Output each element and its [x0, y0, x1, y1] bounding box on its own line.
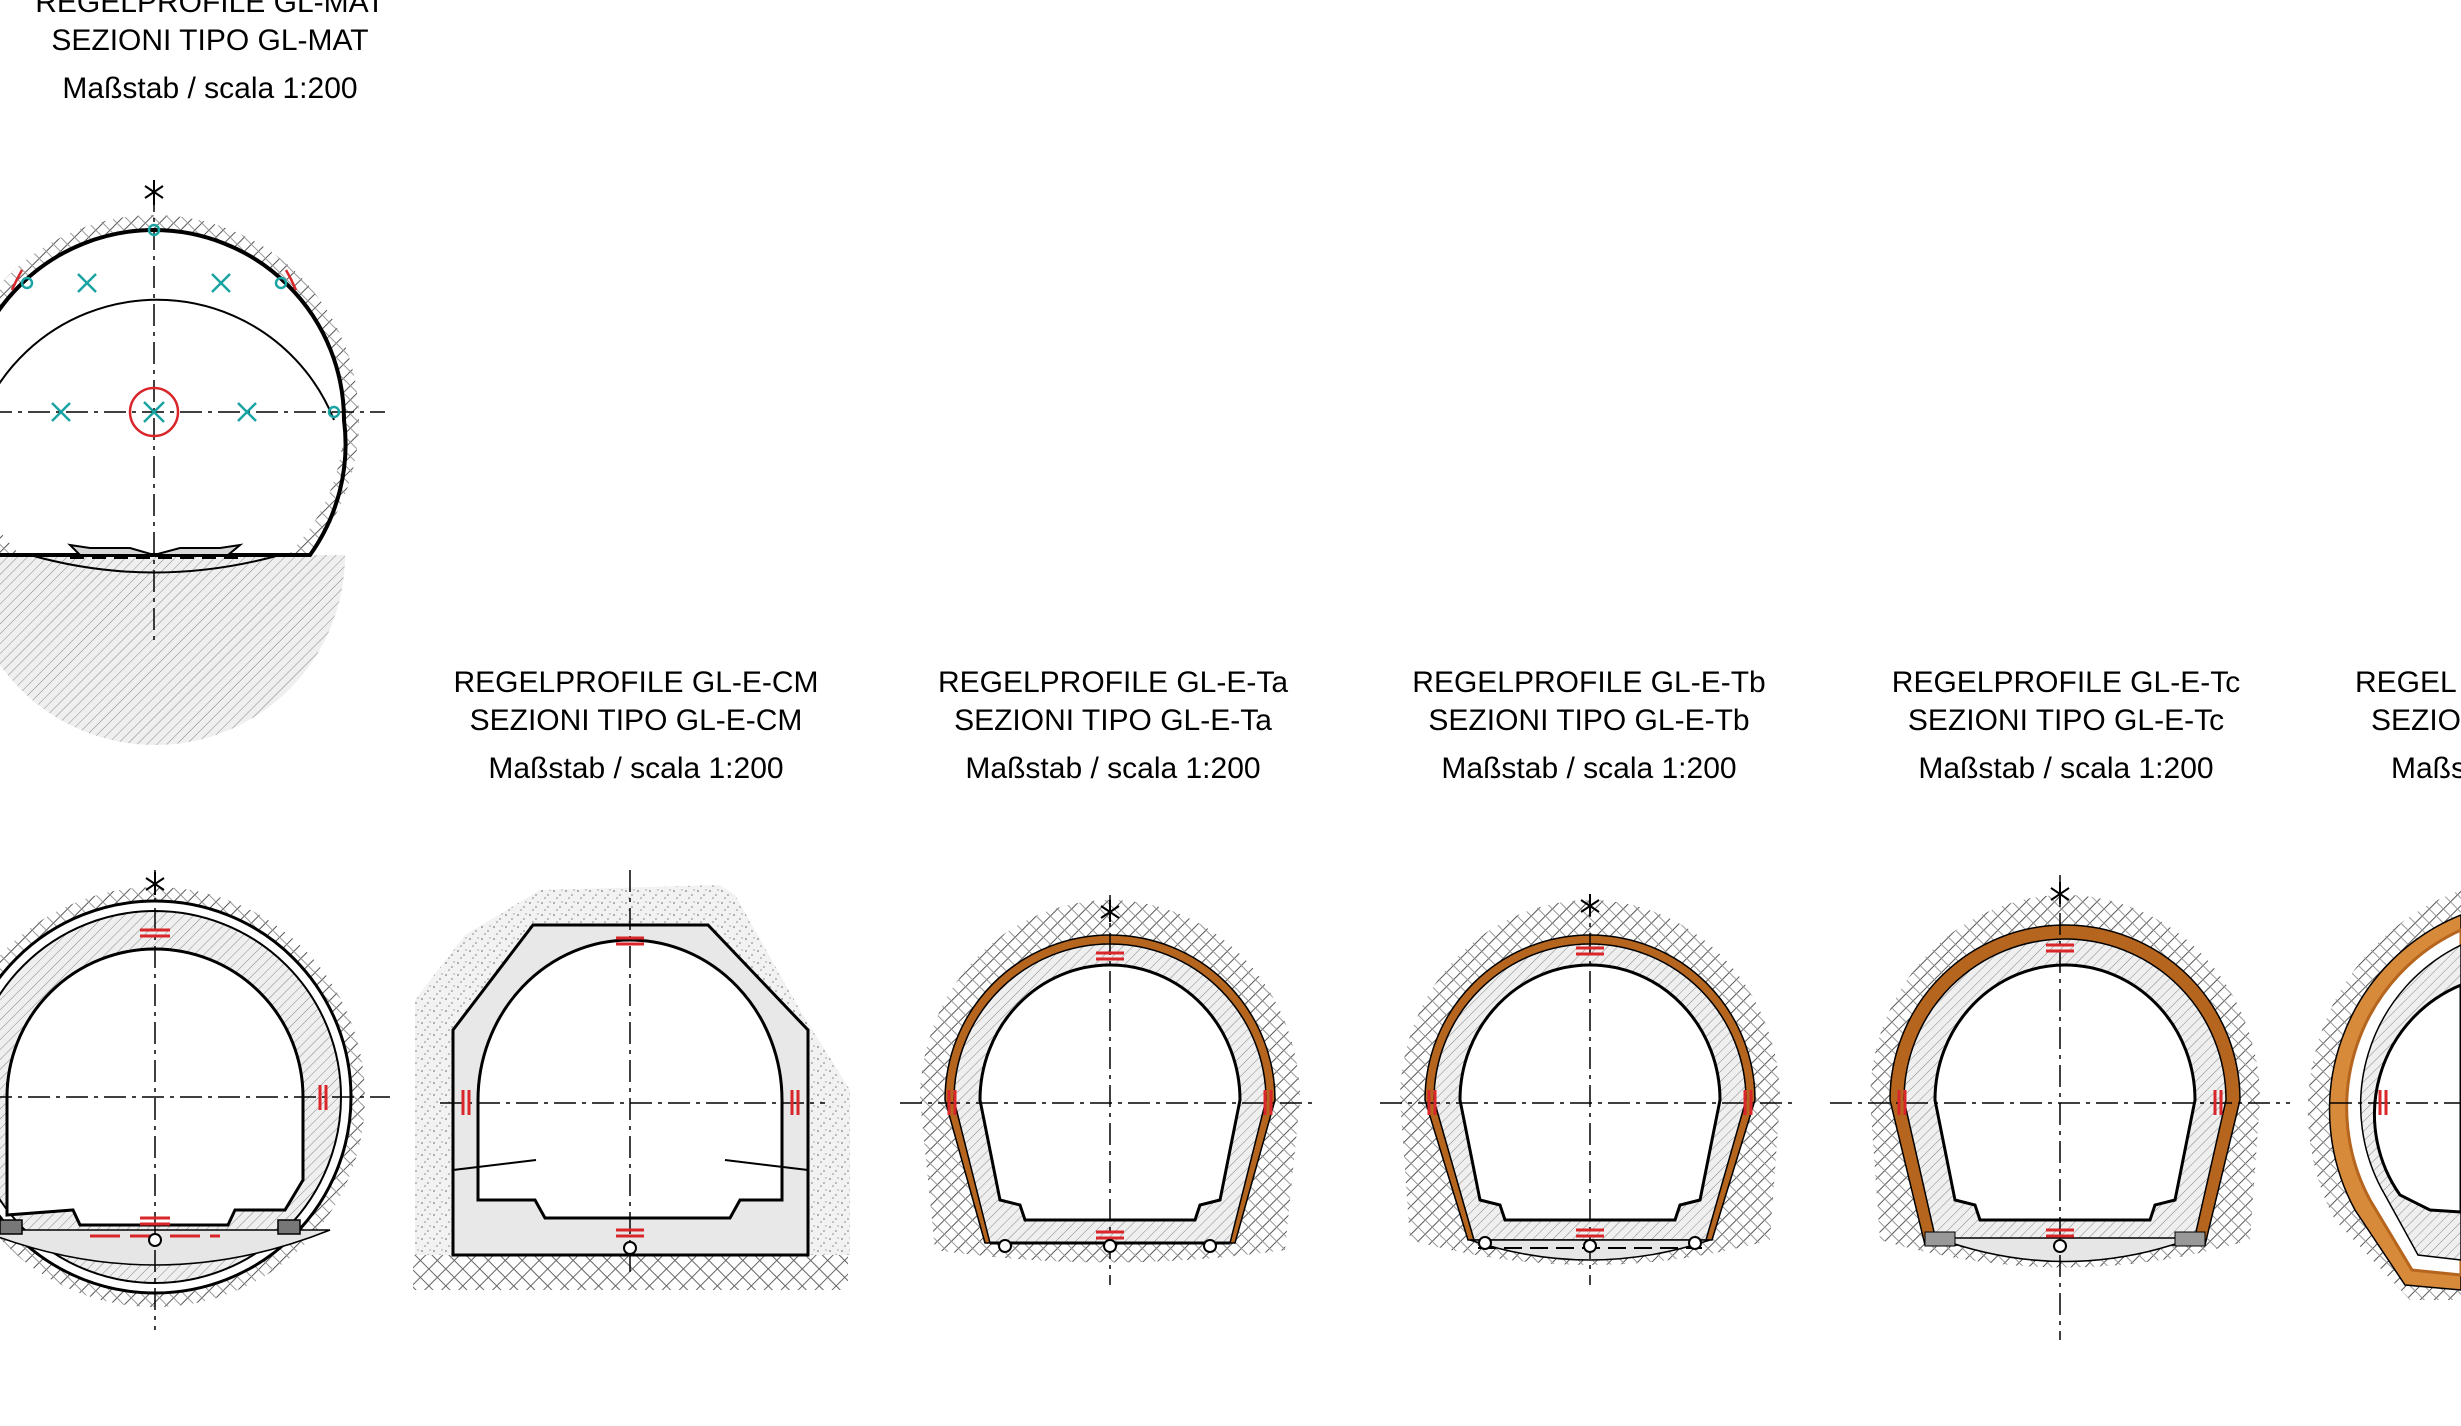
- crown-marker-icon: [145, 872, 165, 895]
- title-it: SEZIONI TIPO GL-E-Tc: [1907, 704, 2225, 737]
- intrados: [2372, 983, 2461, 1214]
- title-it: SEZIONI TIPO GL-E-CM: [469, 704, 803, 737]
- intrados: [5, 947, 305, 1227]
- rebar-marks-icon: [947, 951, 1273, 1240]
- section-gl-e-tc: [1830, 875, 2290, 1340]
- crown-marker-icon: [144, 180, 164, 205]
- rebar-marks-icon: [1897, 943, 2223, 1238]
- scale-label: Maßstab / scala 1:200: [62, 72, 358, 105]
- target-marker-icon: [10, 269, 298, 438]
- scale-label: Maßs: [2391, 752, 2461, 785]
- title-de: REGELPROFILE GL-MAT: [35, 0, 385, 19]
- scale-label: Maßstab / scala 1:200: [965, 752, 1261, 785]
- title-de: REGELPROFILE GL-E-Tc: [1891, 666, 2241, 699]
- outer-lining: [0, 228, 348, 557]
- title-it: SEZIONI TIPO GL-MAT: [51, 24, 369, 57]
- crown-marker-icon: [2050, 882, 2070, 904]
- title-block-gl-e-ta: REGELPROFILE GL-E-Ta SEZIONI TIPO GL-E-T…: [883, 664, 1343, 788]
- title-block-gl-e-cm: REGELPROFILE GL-E-CM SEZIONI TIPO GL-E-C…: [406, 664, 866, 788]
- track-slab: [67, 543, 244, 557]
- title-de: REGEL: [2355, 666, 2457, 699]
- crown-marker-icon: [1100, 900, 1120, 922]
- intrados: [1933, 963, 2197, 1222]
- title-it: SEZIONI TIPO GL-E-Ta: [954, 704, 1272, 737]
- drain-icon: [998, 1239, 1217, 1253]
- drain-icon: [2053, 1239, 2067, 1253]
- title-de: REGELPROFILE GL-E-Tb: [1412, 666, 1766, 699]
- title-block-gl-e-tb: REGELPROFILE GL-E-Tb SEZIONI TIPO GL-E-T…: [1359, 664, 1819, 788]
- survey-points-icon: [20, 223, 341, 423]
- section-gl-e-cm: [413, 870, 850, 1290]
- section-circular-partial: [0, 870, 390, 1330]
- title-block-gl-e-tc: REGELPROFILE GL-E-Tc SEZIONI TIPO GL-E-T…: [1836, 664, 2296, 788]
- rebar-marks-icon: [2378, 1090, 2388, 1115]
- title-de: REGELPROFILE GL-E-CM: [453, 666, 819, 699]
- rebar-marks-icon: [461, 936, 800, 1238]
- drain-icon: [623, 1241, 637, 1255]
- crown-marker-icon: [1580, 894, 1600, 916]
- section-gl-e-ta: [900, 895, 1315, 1285]
- drain-icon: [1478, 1236, 1702, 1253]
- rebar-marks-icon: [140, 928, 328, 1226]
- section-gl-e-partial: [2307, 890, 2461, 1300]
- scale-label: Maßstab / scala 1:200: [488, 752, 784, 785]
- rebar-marks-icon: [1427, 946, 1753, 1238]
- invert-fill: [0, 555, 345, 745]
- scale-label: Maßstab / scala 1:200: [1918, 752, 2214, 785]
- section-gl-mat: [0, 180, 385, 745]
- title-block-gl-mat: REGELPROFILE GL-MAT SEZIONI TIPO GL-MAT …: [0, 0, 440, 108]
- scale-label: Maßstab / scala 1:200: [1441, 752, 1737, 785]
- title-block-gl-e-partial: REGEL SEZIO Maßs: [2355, 664, 2461, 788]
- section-gl-e-tb: [1380, 894, 1795, 1285]
- title-de: REGELPROFILE GL-E-Ta: [937, 666, 1289, 699]
- drain-icon: [148, 1233, 162, 1247]
- title-it: SEZIONI TIPO GL-E-Tb: [1428, 704, 1750, 737]
- title-it: SEZIO: [2371, 704, 2461, 737]
